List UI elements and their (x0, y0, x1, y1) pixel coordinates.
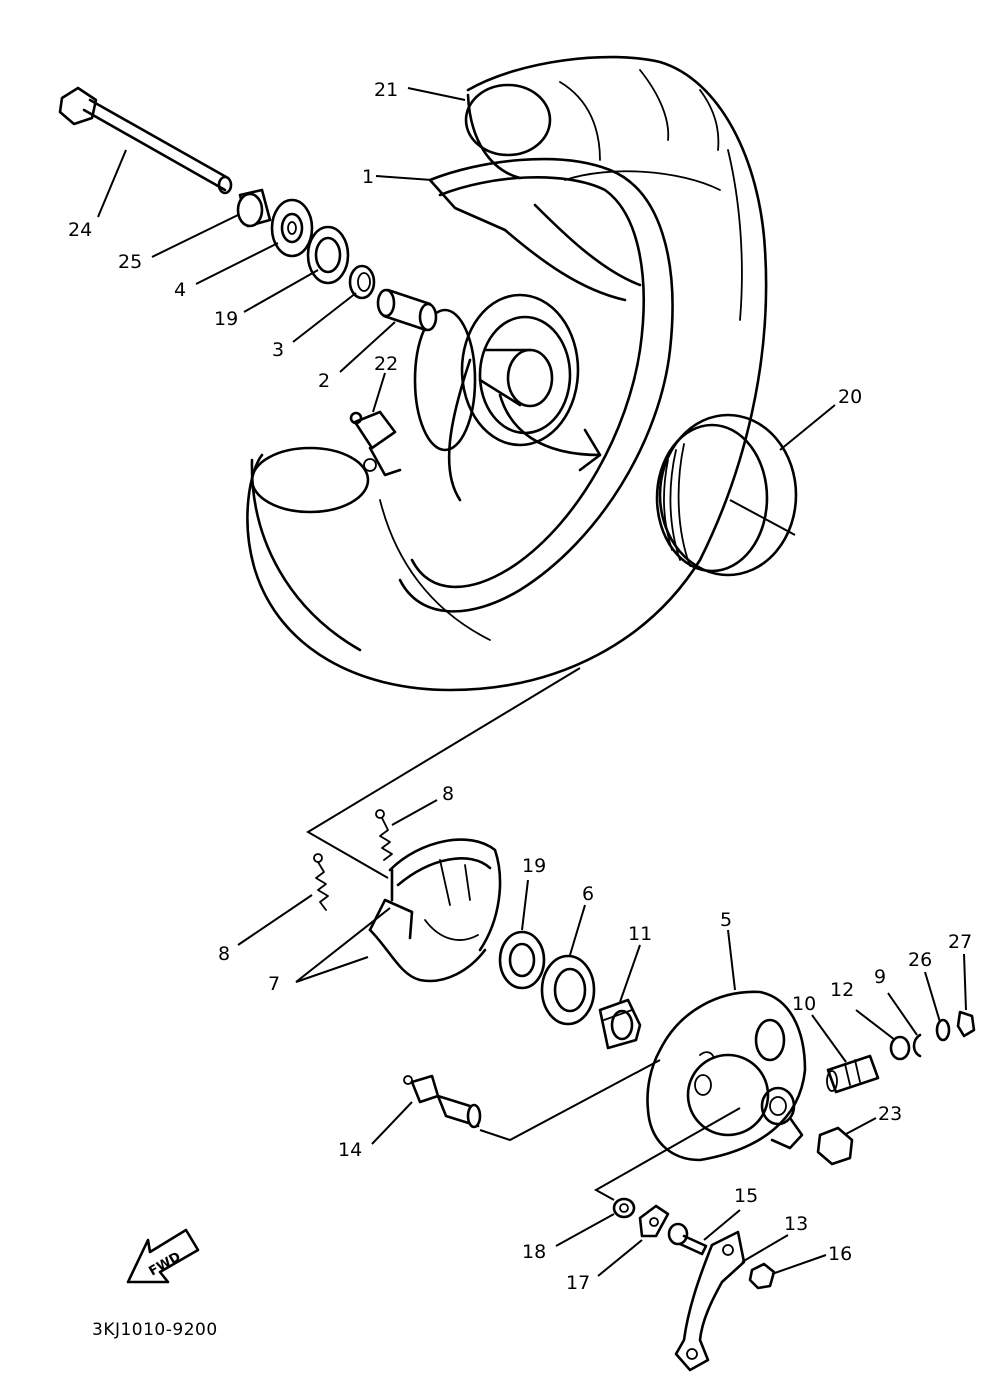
bolt-part-15 (667, 1222, 708, 1256)
washer-part-12 (889, 1035, 911, 1061)
callout-16: 16 (828, 1243, 852, 1265)
axle-part-24 (58, 86, 233, 195)
camshaft-part-10 (826, 1054, 880, 1094)
callout-17: 17 (566, 1272, 590, 1294)
callout-14: 14 (338, 1139, 362, 1161)
drive-ring-part-20 (655, 413, 798, 577)
forward-direction-arrow: FWD (126, 1228, 200, 1284)
callout-11: 11 (628, 923, 652, 945)
indicator-plate-part-17 (638, 1204, 670, 1238)
ring-part-3 (348, 264, 376, 300)
washer-part-18 (612, 1197, 636, 1219)
plug-part-27 (956, 1010, 976, 1038)
bearing-part-4 (270, 198, 314, 258)
callout-4: 4 (174, 279, 186, 301)
callout-5: 5 (720, 909, 732, 931)
callout-19-upper: 19 (214, 308, 238, 330)
explode-line-rim-to-brake (306, 667, 581, 879)
nut-part-23 (816, 1126, 854, 1166)
brake-panel-part-5 (646, 990, 807, 1162)
callout-26: 26 (908, 949, 932, 971)
collar-part-25 (236, 188, 272, 228)
callout-13: 13 (784, 1213, 808, 1235)
callout-2: 2 (318, 370, 330, 392)
oil-seal-part-19-upper (306, 225, 350, 285)
callout-8-upper: 8 (442, 783, 454, 805)
brake-lever-part-13 (674, 1230, 746, 1372)
circlip-part-9 (912, 1033, 922, 1058)
callout-23: 23 (878, 1103, 902, 1125)
leader-lines (97, 87, 967, 1277)
oil-seal-part-19-lower (498, 930, 546, 990)
spacer-part-2 (376, 288, 438, 332)
callout-10: 10 (792, 993, 816, 1015)
callout-22: 22 (374, 353, 398, 375)
callout-8-lower: 8 (218, 943, 230, 965)
callout-18: 18 (522, 1241, 546, 1263)
bolt-part-14 (403, 1074, 482, 1129)
nut-part-16 (748, 1262, 776, 1290)
callout-15: 15 (734, 1185, 758, 1207)
callout-3: 3 (272, 339, 284, 361)
seal-part-6 (540, 954, 596, 1026)
callout-9: 9 (874, 966, 886, 988)
callout-12: 12 (830, 979, 854, 1001)
o-ring-part-26 (935, 1018, 951, 1042)
callout-20: 20 (838, 386, 862, 408)
callout-labels: 21 1 24 25 4 19 3 2 22 20 8 8 7 19 6 11 … (68, 79, 972, 1294)
callout-24: 24 (68, 219, 92, 241)
spring-part-8-lower (313, 853, 329, 911)
rim-part-1 (398, 157, 674, 613)
callout-27: 27 (948, 931, 972, 953)
callout-7: 7 (268, 973, 280, 995)
tire-part-21 (246, 55, 768, 692)
callout-6: 6 (582, 883, 594, 905)
spring-part-8-upper (375, 809, 393, 861)
explode-line-panel-to-lever (593, 1107, 741, 1201)
callout-19-lower: 19 (522, 855, 546, 877)
gear-part-11 (598, 998, 642, 1050)
callout-21: 21 (374, 79, 398, 101)
explode-line-bolt-to-panel (479, 1059, 661, 1142)
brake-shoes-part-7 (368, 838, 502, 983)
callout-1: 1 (362, 166, 374, 188)
drawing-code: 3KJ1010-9200 (92, 1320, 218, 1340)
valve-part-22 (349, 410, 402, 477)
callout-25: 25 (118, 251, 142, 273)
